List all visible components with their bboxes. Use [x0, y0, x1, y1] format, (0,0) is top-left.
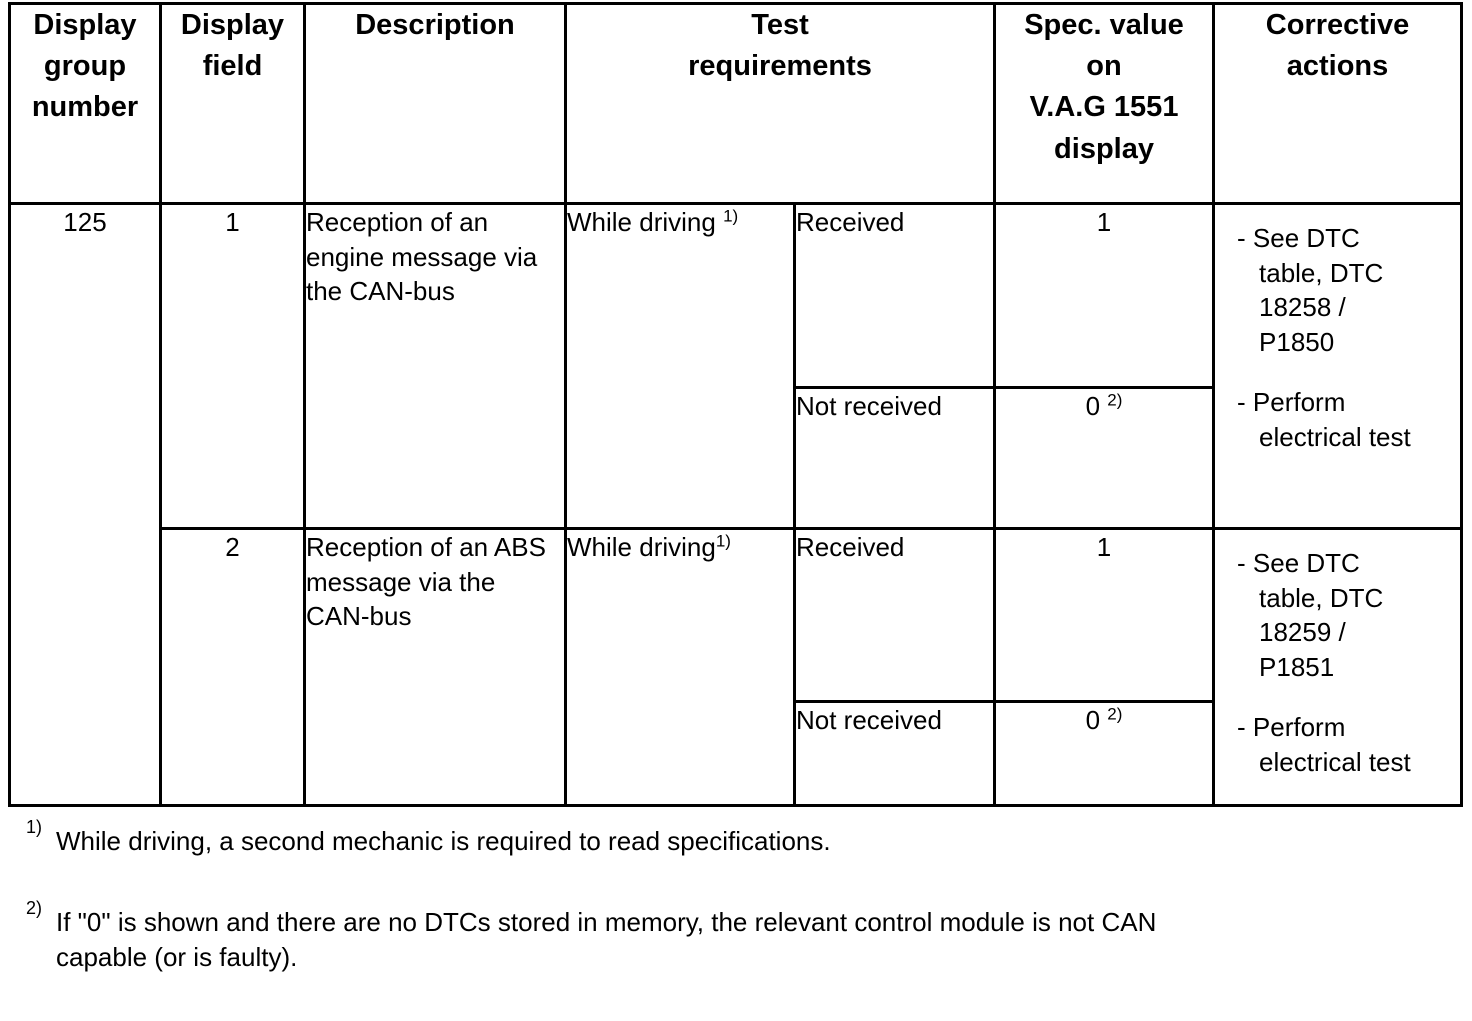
- header-display-field: Display field: [159, 2, 306, 205]
- corrective-action-item: - See DTC table, DTC 18258 / P1850: [1237, 221, 1460, 359]
- table-row: Not received 0 2): [10, 386, 1462, 530]
- corrective-action-item: - See DTC table, DTC 18259 / P1851: [1237, 546, 1460, 684]
- cell-state-not-received-2: Not received: [792, 700, 997, 807]
- cell-spec-value-not-received-1: 0 2): [993, 386, 1216, 530]
- footnote-marker: 1): [26, 817, 43, 837]
- cell-spec-value-received-1: 1: [993, 202, 1216, 389]
- spec-value-footnote-ref: 2): [1107, 390, 1123, 410]
- cell-display-group-number: 125: [8, 202, 162, 807]
- cell-description-2: Reception of an ABS message via the CAN-…: [303, 527, 567, 807]
- document-page: Display group number Display field Descr…: [8, 2, 1464, 972]
- spec-value-text: 1: [1096, 207, 1112, 237]
- test-requirement-text: While driving: [567, 532, 716, 562]
- table-row: 2 Reception of an ABS message via the CA…: [10, 527, 1464, 807]
- footnote-marker: 2): [26, 898, 43, 919]
- test-requirement-text: While driving: [567, 207, 724, 237]
- cell-spec-value-not-received-2: 0 2): [993, 700, 1216, 807]
- corrective-action-text: Perform electrical test: [1252, 387, 1411, 452]
- bullet-dash: -: [1237, 712, 1246, 743]
- table-header: Display group number Display field Descr…: [8, 2, 1464, 205]
- spec-value-text: 0: [1085, 391, 1108, 421]
- header-display-group-number: Display group number: [8, 2, 162, 205]
- spacer: [1237, 359, 1460, 385]
- spec-value-text: 0: [1085, 705, 1108, 735]
- bullet-dash: -: [1237, 387, 1246, 418]
- footnote-1: 1) While driving, a second mechanic is r…: [26, 817, 1426, 859]
- cell-state-received-2: Received: [792, 527, 997, 703]
- table-body: 125 1 Reception of an engine message via…: [8, 202, 1464, 807]
- footnotes-block: 1) While driving, a second mechanic is r…: [26, 817, 1426, 1021]
- header-test-requirements: Test requirements: [563, 2, 997, 205]
- header-row: Display group number Display field Descr…: [8, 2, 1464, 205]
- cell-test-requirement-2: While driving1): [564, 527, 796, 807]
- corrective-action-text: See DTC table, DTC 18259 / P1851: [1252, 548, 1384, 682]
- cell-display-field-1: 1: [159, 202, 306, 530]
- cell-test-requirement-1: While driving 1): [564, 202, 796, 530]
- corrective-action-text: See DTC table, DTC 18258 / P1850: [1252, 223, 1384, 357]
- table-row: 125 1 Reception of an engine message via…: [8, 202, 1464, 807]
- cell-corrective-actions-2: - See DTC table, DTC 18259 / P1851 - Per…: [1212, 527, 1464, 807]
- cell-state-received-1: Received: [792, 202, 997, 389]
- corrective-action-item: - Perform electrical test: [1237, 710, 1460, 779]
- header-corrective-actions: Corrective actions: [1212, 2, 1464, 205]
- display-groups-spec-table: Display group number Display field Descr…: [8, 2, 1464, 807]
- cell-display-field-2: 2: [159, 527, 306, 807]
- header-description: Description: [303, 2, 567, 205]
- spec-value-footnote-ref: 2): [1107, 704, 1123, 724]
- spec-value-text: 1: [1096, 532, 1112, 562]
- cell-corrective-actions-1: - See DTC table, DTC 18258 / P1850 - Per…: [1212, 202, 1464, 530]
- cell-spec-value-received-2: 1: [993, 527, 1216, 703]
- table-row: Not received 0 2): [10, 700, 1462, 807]
- bullet-dash: -: [1237, 223, 1246, 253]
- footnote-ref-1: 1): [723, 206, 739, 226]
- header-spec-value: Spec. value on V.A.G 1551 display: [993, 2, 1216, 205]
- footnote-ref-1: 1): [715, 531, 731, 551]
- bullet-dash: -: [1237, 548, 1246, 578]
- footnote-text: While driving, a second mechanic is requ…: [56, 826, 831, 856]
- spacer: [1237, 684, 1460, 710]
- cell-state-not-received-1: Not received: [792, 386, 997, 530]
- footnote-text: If "0" is shown and there are no DTCs st…: [56, 907, 1157, 973]
- corrective-action-item: - Perform electrical test: [1237, 385, 1460, 454]
- footnote-2: 2) If "0" is shown and there are no DTCs…: [26, 898, 1426, 975]
- corrective-action-text: Perform electrical test: [1252, 712, 1411, 777]
- cell-description-1: Reception of an engine message via the C…: [303, 202, 567, 530]
